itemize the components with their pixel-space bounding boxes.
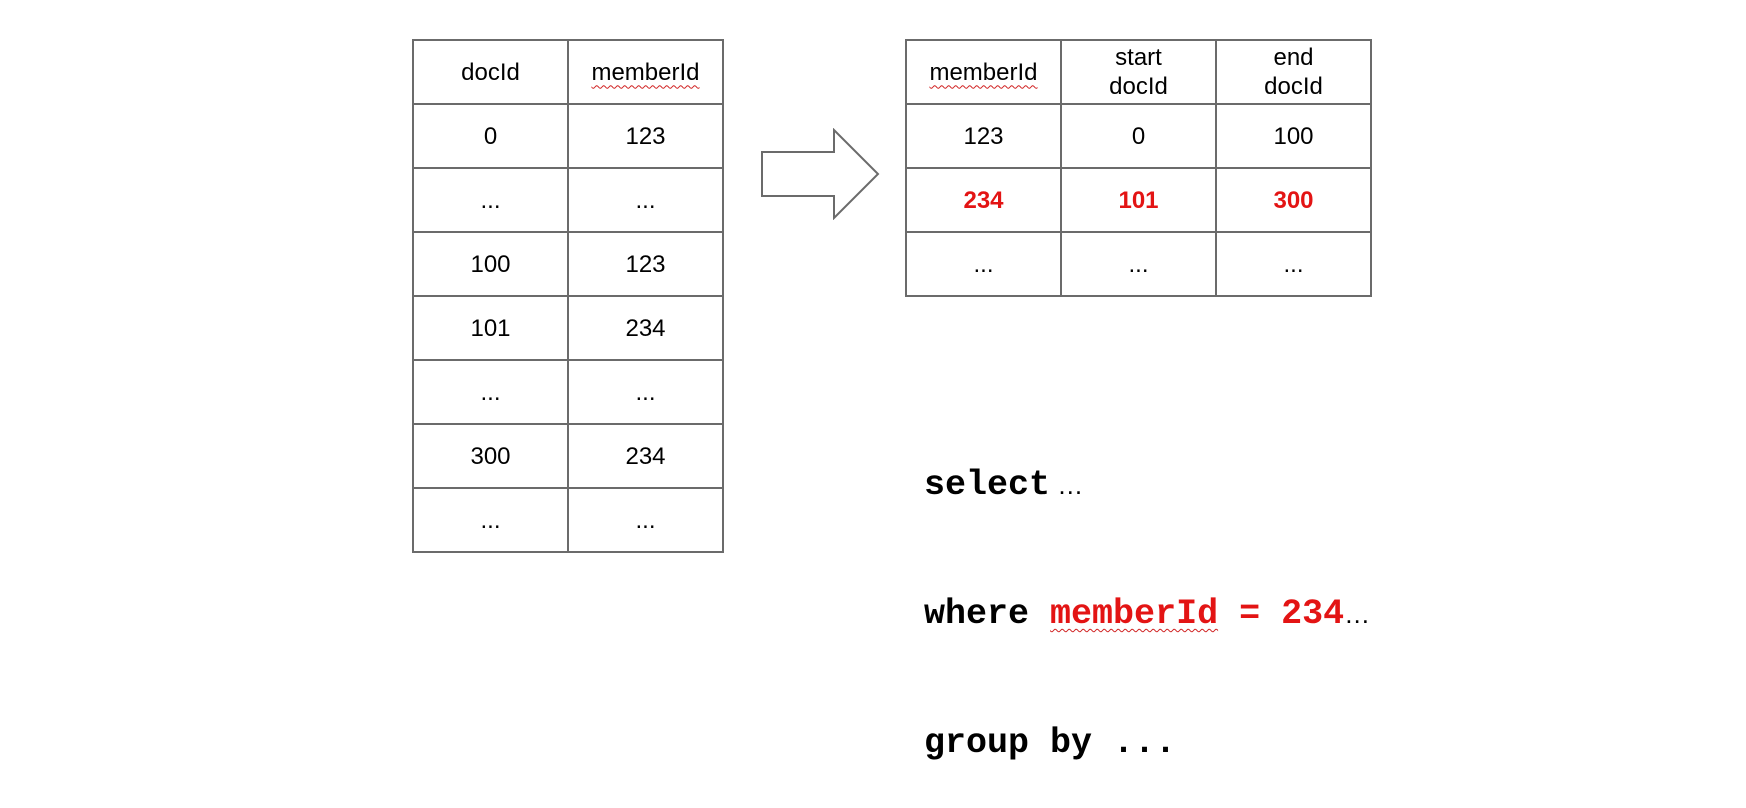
sql-line-groupby: group by ... (924, 723, 1177, 763)
table-cell: ... (1215, 231, 1372, 297)
table-row: 0 123 (412, 103, 724, 169)
table-cell: ... (567, 167, 724, 233)
table-cell: ... (567, 487, 724, 553)
header-end-line2: docId (1264, 73, 1323, 100)
table-cell: 234 (567, 423, 724, 489)
table-row: 101 234 (412, 295, 724, 361)
table-row: ... ... (412, 487, 724, 553)
table-cell: 0 (1060, 103, 1217, 169)
table-cell: 300 (1215, 167, 1372, 233)
table-cell: ... (905, 231, 1062, 297)
header-memberid-label: memberId (929, 58, 1038, 86)
sql-query: select … where memberId = 234… group by … (924, 378, 1370, 808)
table-row: ... ... ... (905, 231, 1372, 297)
table-cell: 101 (412, 295, 569, 361)
table-cell: 123 (567, 231, 724, 297)
sql-line-select: select … (924, 464, 1370, 507)
header-end-line1: end (1273, 44, 1314, 71)
sql-select-keyword: select (924, 465, 1051, 505)
table-cell: ... (412, 359, 569, 425)
sql-where-keyword: where (924, 594, 1030, 634)
sql-line-where: where memberId = 234… (924, 593, 1370, 636)
table-cell: 101 (1060, 167, 1217, 233)
sql-select-tail: … (1050, 470, 1084, 500)
table-cell: 100 (1215, 103, 1372, 169)
header-start-line2: docId (1109, 73, 1168, 100)
header-docid: docId (412, 39, 569, 105)
right-arrow-icon (761, 128, 880, 220)
table-row: ... ... (412, 359, 724, 425)
table-cell: ... (567, 359, 724, 425)
table-row: ... ... (412, 167, 724, 233)
table-cell: ... (1060, 231, 1217, 297)
table-cell: 123 (905, 103, 1062, 169)
table-cell: ... (412, 487, 569, 553)
table-cell: 0 (412, 103, 569, 169)
source-table: docId memberId 0 123 ... ... 100 123 101… (412, 39, 724, 553)
header-memberid-label: memberId (591, 58, 700, 86)
header-memberid: memberId (905, 39, 1062, 105)
table-cell: ... (412, 167, 569, 233)
table-row: 100 123 (412, 231, 724, 297)
table-row: 300 234 (412, 423, 724, 489)
table-header-row: docId memberId (412, 39, 724, 105)
table-row: 123 0 100 (905, 103, 1372, 169)
table-cell: 100 (412, 231, 569, 297)
header-start-line1: start (1115, 44, 1162, 71)
sql-where-tail: … (1344, 599, 1371, 629)
table-cell: 234 (567, 295, 724, 361)
table-row-highlighted: 234 101 300 (905, 167, 1372, 233)
table-cell: 123 (567, 103, 724, 169)
sql-where-condition: = 234 (1218, 594, 1345, 634)
sql-where-field: memberId (1050, 594, 1219, 634)
header-memberid: memberId (567, 39, 724, 105)
table-cell: 300 (412, 423, 569, 489)
table-cell: 234 (905, 167, 1062, 233)
